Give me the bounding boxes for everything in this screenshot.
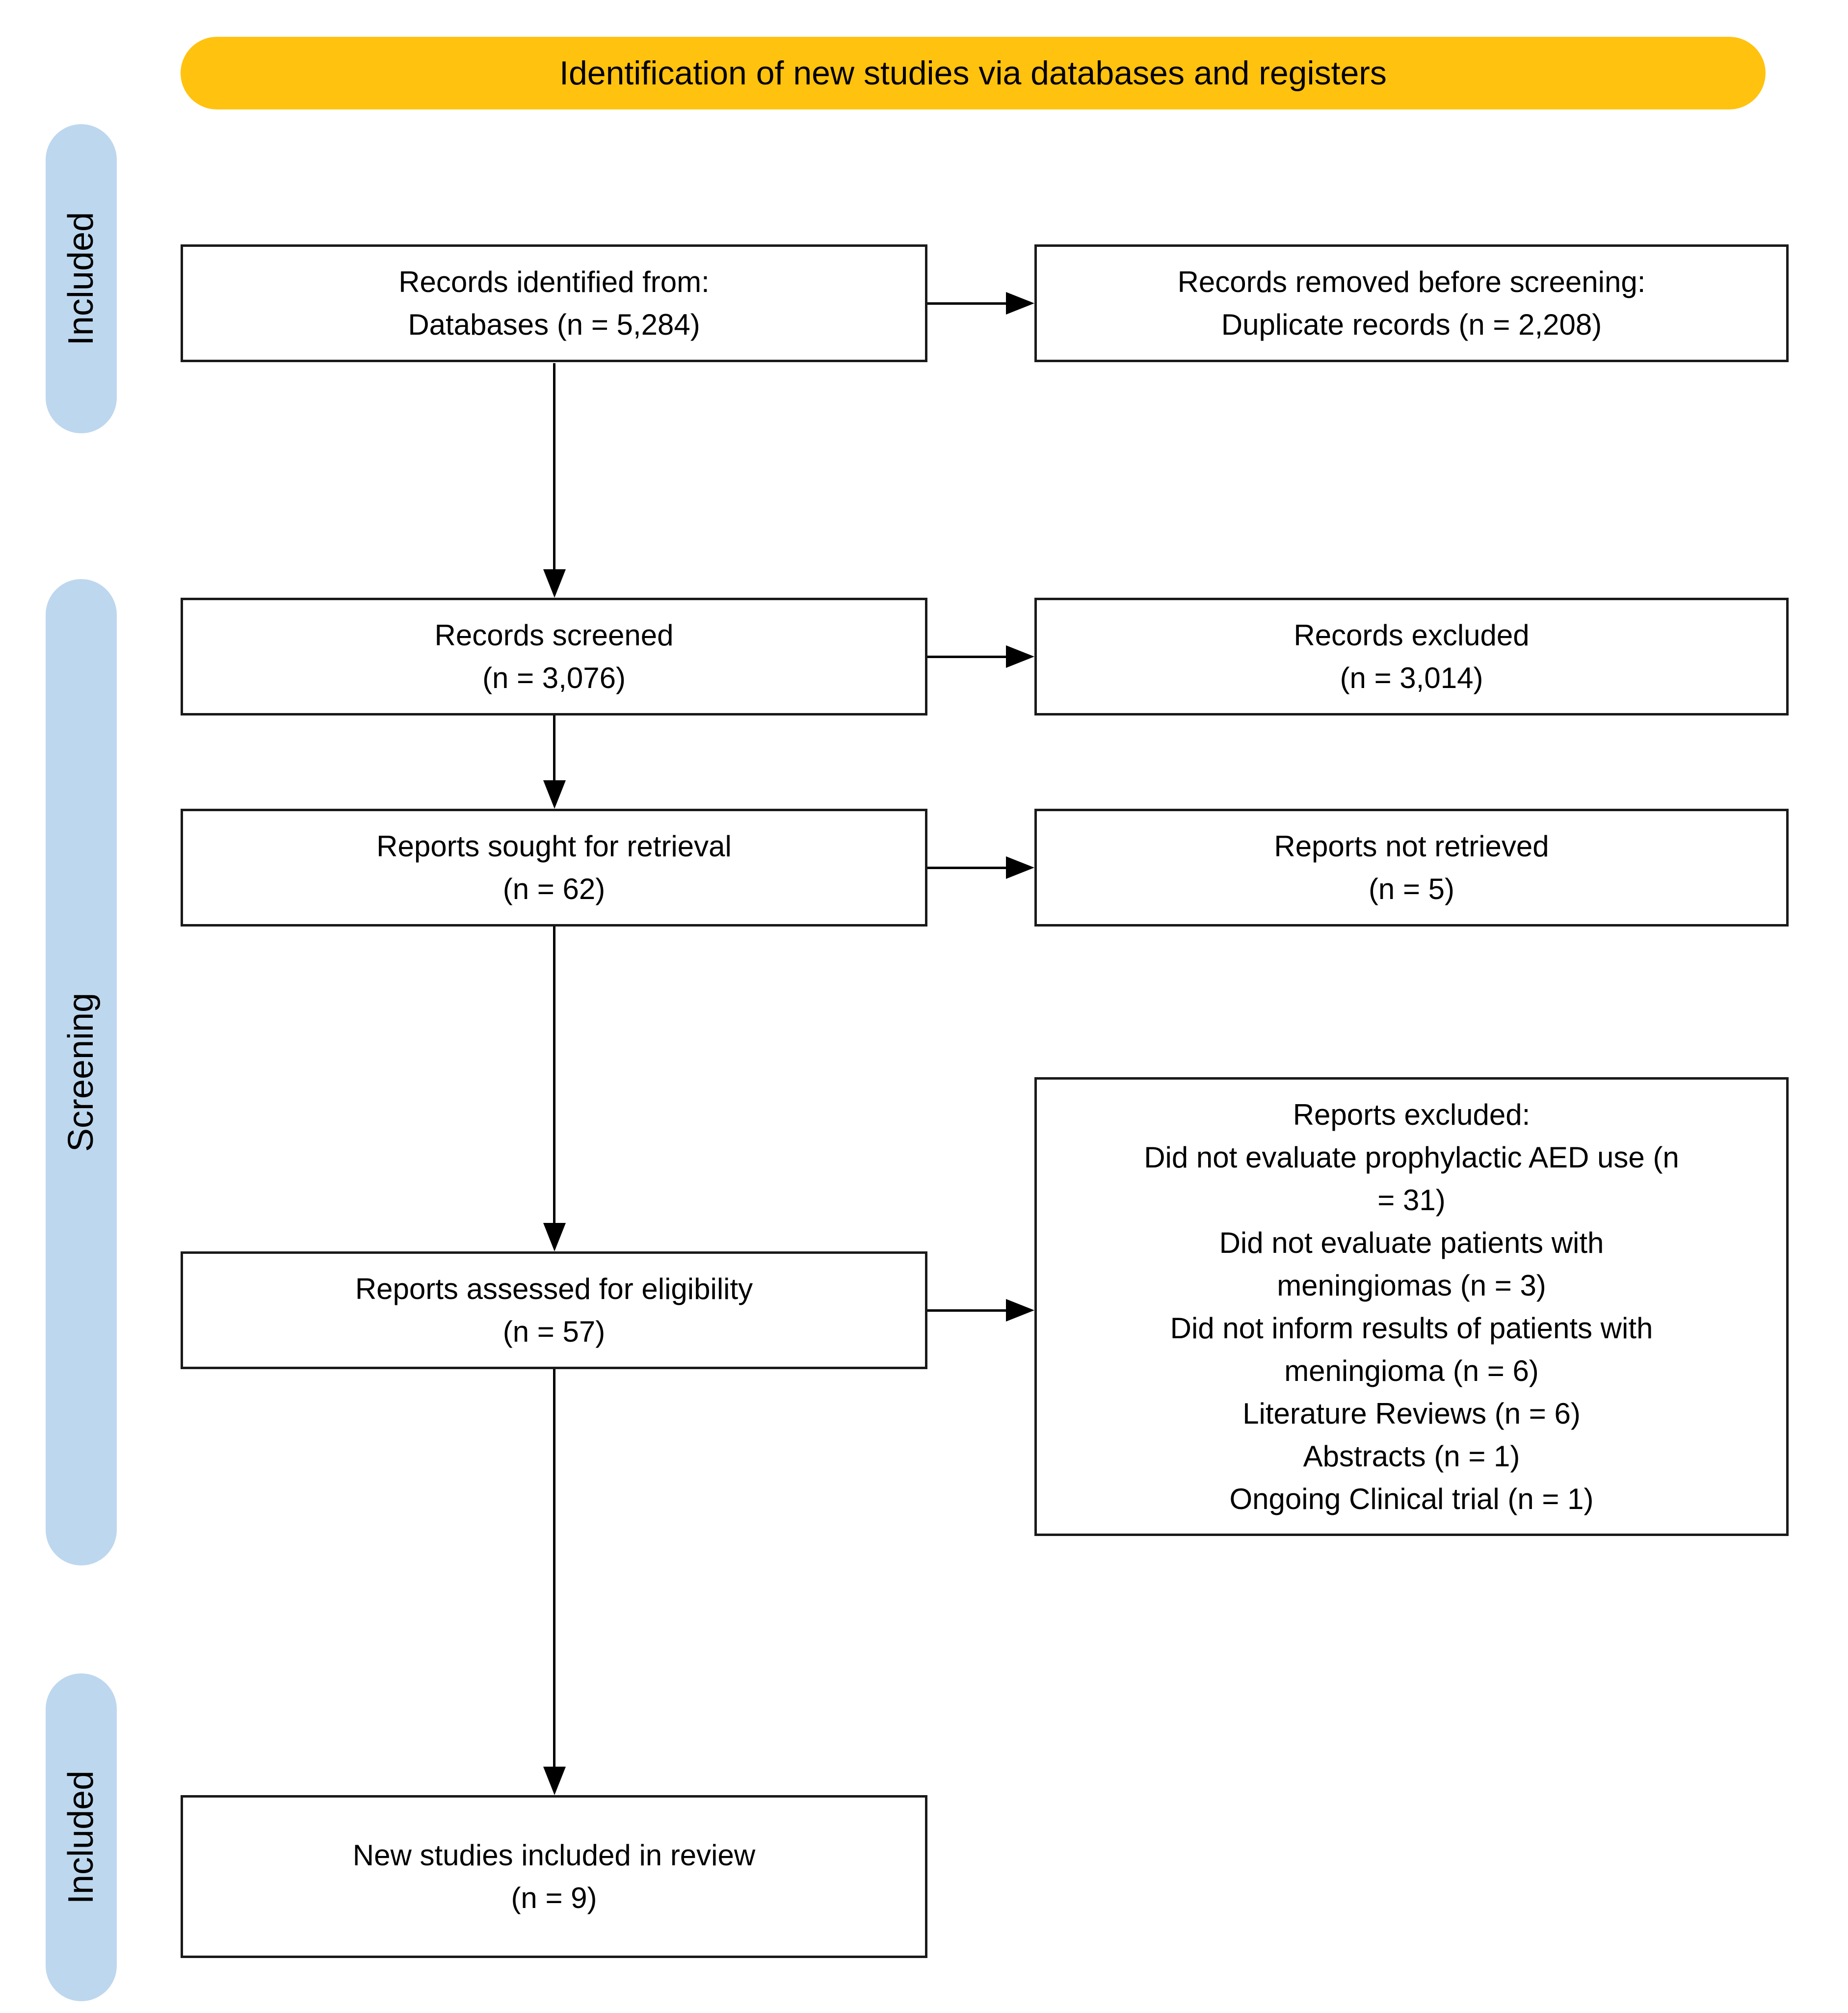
box-records-screened: Records screened (n = 3,076) — [181, 598, 927, 715]
arrow-identified-to-screened-line — [553, 363, 555, 572]
stage-label-included-top: Included — [61, 212, 101, 346]
arrow-sought-to-assessed-line — [553, 927, 555, 1224]
arrow-screened-to-sought-head — [543, 780, 566, 809]
box-new-studies-included: New studies included in review (n = 9) — [181, 1795, 927, 1958]
arrow-assessed-to-excludedreasons-line — [927, 1309, 1006, 1312]
exclusion-reason: Did not evaluate prophylactic AED use (n… — [1144, 1140, 1679, 1217]
box-line: (n = 5) — [1368, 873, 1455, 905]
exclusion-reason: Did not evaluate patients with meningiom… — [1219, 1226, 1604, 1302]
box-line: (n = 62) — [502, 873, 606, 905]
exclusion-reason: Did not inform results of patients with … — [1170, 1311, 1653, 1387]
box-records-removed: Records removed before screening: Duplic… — [1034, 244, 1789, 362]
identification-banner-label: Identification of new studies via databa… — [559, 54, 1387, 92]
arrow-screened-to-excluded-line — [927, 656, 1006, 658]
box-line: Duplicate records (n = 2,208) — [1221, 308, 1602, 341]
stage-label-screening: Screening — [61, 992, 101, 1152]
exclusion-reason: Abstracts (n = 1) — [1303, 1439, 1520, 1473]
box-line: (n = 57) — [502, 1315, 606, 1348]
box-line: Reports not retrieved — [1274, 830, 1549, 863]
box-line: Reports sought for retrieval — [376, 830, 732, 863]
arrow-assessed-to-included-head — [543, 1767, 566, 1795]
box-line: New studies included in review — [352, 1839, 756, 1872]
arrow-screened-to-excluded-head — [1006, 645, 1034, 668]
arrow-assessed-to-included-line — [553, 1369, 555, 1768]
box-reports-not-retrieved: Reports not retrieved (n = 5) — [1034, 809, 1789, 927]
box-records-identified: Records identified from: Databases (n = … — [181, 244, 927, 362]
box-reports-excluded-reasons: Reports excluded: Did not evaluate proph… — [1034, 1077, 1789, 1536]
arrow-identified-to-removed-line — [927, 302, 1006, 305]
arrow-sought-to-assessed-head — [543, 1223, 566, 1251]
arrow-assessed-to-excludedreasons-head — [1006, 1299, 1034, 1322]
box-line: (n = 3,014) — [1340, 662, 1483, 694]
arrow-sought-to-notretrieved-line — [927, 867, 1006, 869]
box-reports-sought: Reports sought for retrieval (n = 62) — [181, 809, 927, 927]
exclusion-reason: Ongoing Clinical trial (n = 1) — [1229, 1482, 1594, 1515]
exclusion-reason: Literature Reviews (n = 6) — [1242, 1397, 1581, 1430]
stage-label-included-bottom: Included — [61, 1770, 101, 1905]
box-line: Records identified from: — [398, 265, 710, 298]
arrow-identified-to-screened-head — [543, 569, 566, 598]
box-line: Records removed before screening: — [1177, 265, 1646, 298]
box-line: Databases (n = 5,284) — [408, 308, 700, 341]
box-line: Reports assessed for eligibility — [355, 1272, 753, 1305]
identification-banner: Identification of new studies via databa… — [181, 37, 1766, 109]
box-line: Records screened — [434, 619, 674, 652]
stage-pill-included-bottom: Included — [46, 1673, 117, 2001]
arrow-screened-to-sought-line — [553, 715, 555, 782]
stage-pill-screening: Screening — [46, 579, 117, 1565]
box-line: (n = 3,076) — [482, 662, 626, 694]
box-records-excluded: Records excluded (n = 3,014) — [1034, 598, 1789, 715]
arrow-sought-to-notretrieved-head — [1006, 856, 1034, 879]
stage-pill-included-top: Included — [46, 124, 117, 433]
arrow-identified-to-removed-head — [1006, 292, 1034, 315]
box-line: Reports excluded: — [1293, 1098, 1531, 1131]
box-reports-assessed: Reports assessed for eligibility (n = 57… — [181, 1251, 927, 1369]
box-line: Records excluded — [1294, 619, 1530, 652]
box-line: (n = 9) — [511, 1881, 597, 1914]
